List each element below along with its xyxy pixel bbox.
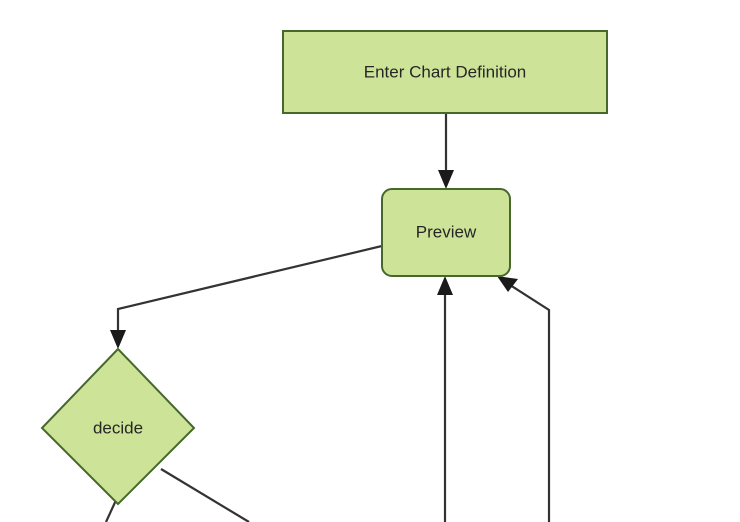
edge-bottom-center-to-preview	[437, 276, 453, 522]
node-label: Preview	[416, 222, 477, 241]
node-label: Enter Chart Definition	[364, 62, 527, 81]
edge-enter-to-preview	[438, 113, 454, 189]
edge-preview-to-decide	[110, 244, 383, 349]
edge-bottom-right-to-preview	[497, 276, 551, 522]
arrow-head-icon	[437, 276, 453, 295]
node-label: decide	[93, 418, 143, 437]
arrow-head-icon	[110, 330, 126, 349]
arrow-head-icon	[497, 276, 518, 292]
edge-line	[116, 244, 383, 337]
node-shape-rectangle[interactable]	[282, 30, 608, 114]
node-shape-diamond[interactable]	[40, 347, 196, 506]
edge-line	[160, 468, 250, 522]
node-shape-rounded-rectangle[interactable]	[381, 188, 511, 277]
node-preview[interactable]: Preview	[381, 188, 511, 277]
node-enter-chart-definition[interactable]: Enter Chart Definition	[282, 30, 608, 114]
arrow-head-icon	[438, 170, 454, 189]
edge-line	[506, 282, 551, 522]
edge-decide-bottom-right	[160, 468, 250, 522]
node-decide[interactable]: decide	[40, 347, 196, 506]
